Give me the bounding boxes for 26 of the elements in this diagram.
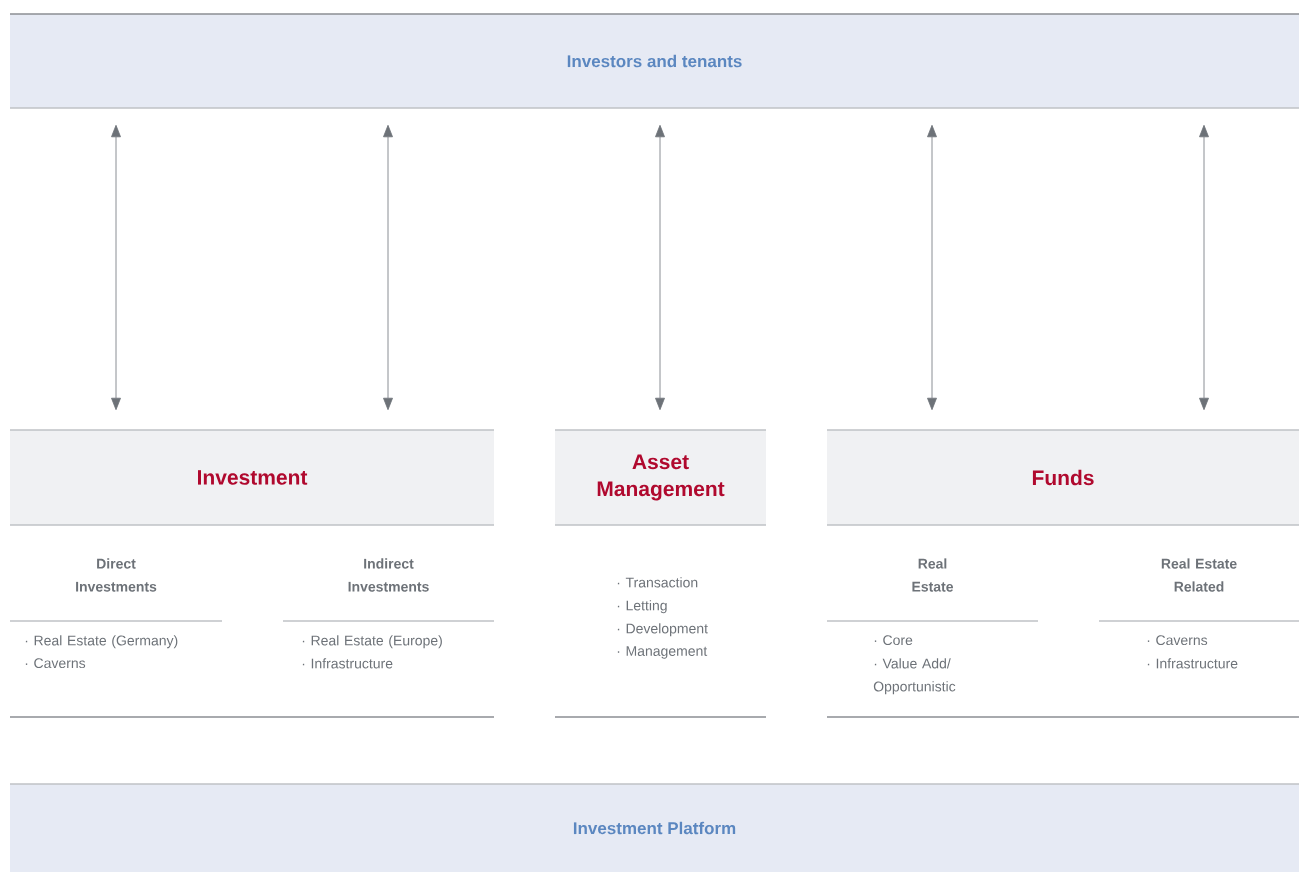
- column-heading: Real Estate: [912, 558, 954, 592]
- arrow: [655, 124, 665, 411]
- list-item: · Value Add/ Opportunistic: [873, 658, 956, 695]
- list-item: · Letting: [617, 600, 667, 614]
- section-header: Funds: [826, 429, 1299, 526]
- list-item: · Development: [617, 623, 708, 637]
- list-item: · Management: [617, 646, 708, 659]
- list-item: · Real Estate (Europe): [302, 635, 442, 649]
- list-item: · Core: [874, 635, 913, 646]
- column-heading: Real Estate Related: [1161, 558, 1237, 592]
- list-item: · Infrastructure: [302, 658, 393, 669]
- list-item: · Transaction: [617, 577, 698, 588]
- column-heading: Direct Investments: [76, 558, 157, 592]
- list-item: · Caverns: [25, 658, 86, 669]
- arrow: [111, 124, 121, 411]
- arrow: [927, 124, 937, 411]
- banner: Investment Platform: [9, 783, 1299, 872]
- section-header: Investment: [9, 429, 495, 526]
- banner: Investors and tenants: [9, 13, 1299, 109]
- list-item: · Real Estate (Germany): [25, 635, 178, 649]
- section-header: Asset Management: [554, 429, 767, 526]
- arrow: [1199, 124, 1209, 411]
- list-item: · Infrastructure: [1147, 658, 1238, 669]
- list-item: · Caverns: [1147, 635, 1208, 646]
- column-heading: Indirect Investments: [348, 558, 429, 592]
- arrow: [383, 124, 393, 411]
